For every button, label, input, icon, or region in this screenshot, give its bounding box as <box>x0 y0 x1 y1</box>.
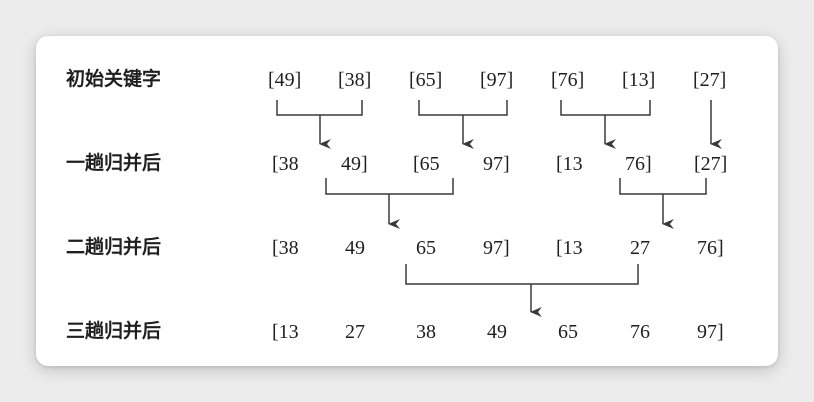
key-cell: [13 <box>272 321 299 343</box>
key-cell: 65 <box>416 237 436 259</box>
key-cell: 65 <box>558 321 578 343</box>
row-label-initial: 初始关键字 <box>66 68 162 90</box>
key-cell: [65 <box>413 153 440 175</box>
key-cell: [38 <box>272 237 299 259</box>
merge-bracket <box>418 100 508 116</box>
merge-bracket <box>560 100 651 116</box>
key-cell: 49 <box>487 321 507 343</box>
key-cell: 97] <box>483 153 510 175</box>
key-cell: [38 <box>272 153 299 175</box>
key-cell: [38] <box>338 69 372 91</box>
key-cell: [13] <box>622 69 656 91</box>
key-cell: 38 <box>416 321 436 343</box>
key-cell: 49] <box>341 153 368 175</box>
key-cell: [13 <box>556 153 583 175</box>
key-cell: 97] <box>483 237 510 259</box>
key-cell: 76] <box>625 153 652 175</box>
row-label-pass-1: 一趟归并后 <box>66 152 162 174</box>
merge-bracket <box>619 178 707 195</box>
key-cell: 27 <box>630 237 650 259</box>
key-cell: [97] <box>480 69 514 91</box>
merge-bracket <box>276 100 363 116</box>
merge-sort-diagram: 初始关键字 一趟归并后 二趟归并后 三趟归并后 [49] [38] [65] [… <box>36 36 778 366</box>
row-label-pass-2: 二趟归并后 <box>66 236 162 258</box>
key-cell: 27 <box>345 321 365 343</box>
key-cell: [49] <box>268 69 302 91</box>
merge-bracket <box>325 178 454 195</box>
key-cell: [13 <box>556 237 583 259</box>
key-cell: 97] <box>697 321 724 343</box>
key-cell: 76 <box>630 321 650 343</box>
key-cell: [27] <box>693 69 727 91</box>
row-label-pass-3: 三趟归并后 <box>66 320 162 342</box>
key-cell: [65] <box>409 69 443 91</box>
key-cell: [76] <box>551 69 585 91</box>
key-cell: 76] <box>697 237 724 259</box>
key-cell: 49 <box>345 237 365 259</box>
key-cell: [27] <box>694 153 728 175</box>
merge-connectors <box>276 100 722 317</box>
merge-bracket <box>405 264 639 285</box>
